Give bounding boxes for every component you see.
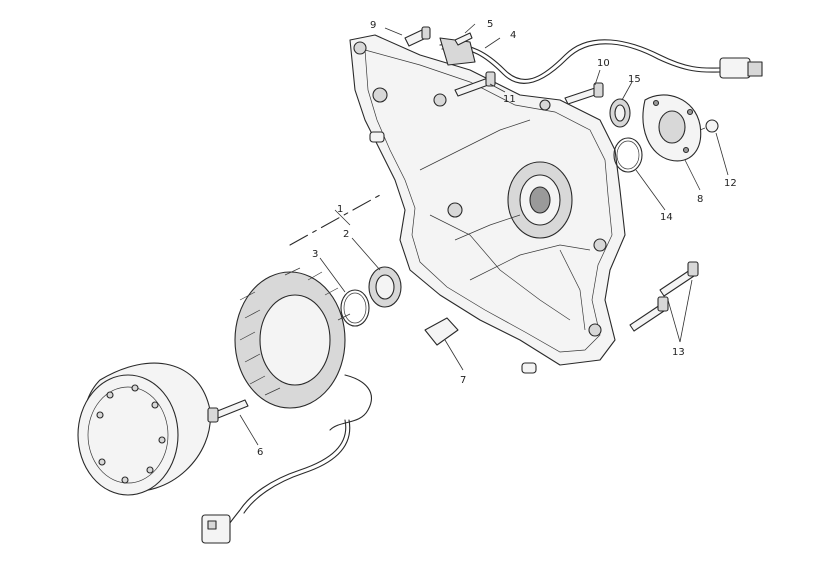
callout-10: 10 [597, 58, 610, 69]
lower-right-bolts [629, 261, 699, 332]
generator-cover [349, 34, 626, 374]
bearing-and-circlip [289, 194, 402, 327]
pickup-sensor-wire [439, 37, 763, 84]
stator-bolt [207, 399, 249, 423]
callout-15: 15 [628, 74, 641, 85]
callout-5: 5 [487, 19, 493, 30]
callout-6: 6 [257, 447, 263, 458]
callout-1: 1 [337, 204, 343, 215]
leader-lines [239, 23, 729, 446]
plate-7 [424, 317, 459, 346]
callout-3: 3 [312, 249, 318, 260]
callout-9: 9 [370, 20, 376, 31]
stator-wire [201, 419, 351, 544]
callout-4: 4 [510, 30, 516, 41]
right-components [609, 94, 702, 173]
sensor-connector-icon [719, 57, 751, 79]
rotor-flywheel [77, 362, 211, 496]
upper-bolts [404, 26, 719, 133]
callout-2: 2 [343, 229, 349, 240]
callout-11: 11 [503, 94, 516, 105]
callout-14: 14 [660, 212, 673, 223]
circlip-3-icon [340, 289, 370, 327]
screw-12-icon [705, 119, 719, 133]
stator [234, 267, 372, 431]
callout-8: 8 [697, 194, 703, 205]
callout-7: 7 [460, 375, 466, 386]
snap-ring-14-icon [613, 137, 643, 173]
callout-12: 12 [724, 178, 737, 189]
callout-13: 13 [672, 347, 685, 358]
callout-labels: 1 2 3 4 5 6 7 8 9 10 11 12 13 14 15 [257, 19, 737, 458]
